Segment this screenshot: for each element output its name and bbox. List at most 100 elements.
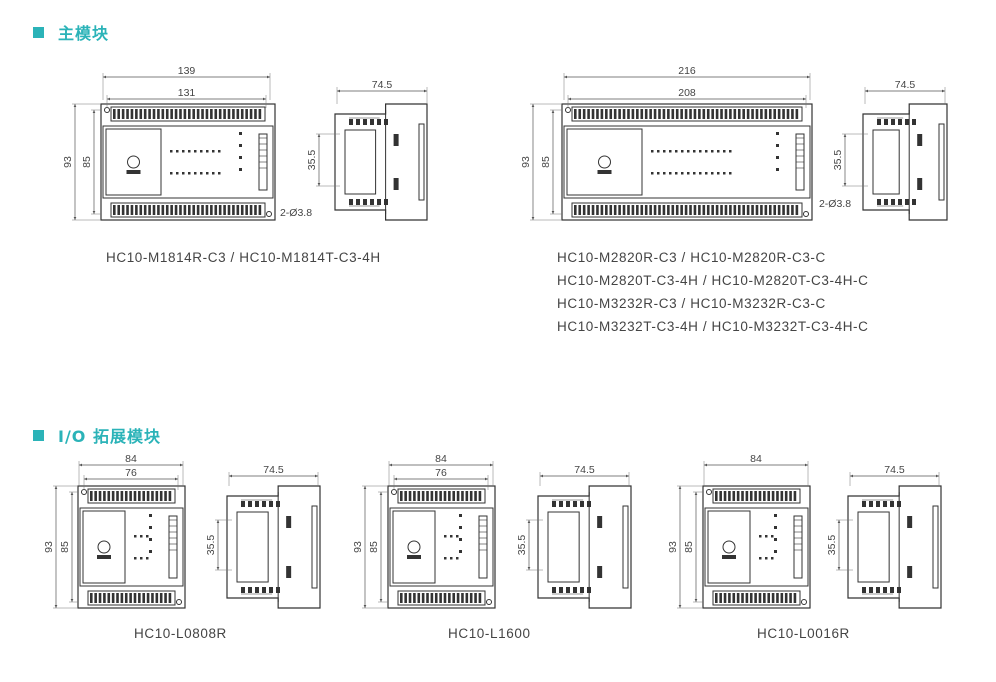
dimension-label: 93 — [62, 156, 74, 168]
section-square-icon — [33, 26, 44, 38]
model-label: HC10-M2820R-C3 / HC10-M2820R-C3-C — [557, 250, 826, 265]
dimension-horizontal: 76 — [83, 467, 179, 490]
dimension-vertical: 35.5 — [826, 519, 853, 571]
dimension-horizontal: 84 — [78, 453, 184, 486]
dimension-label: 85 — [81, 156, 93, 168]
dimension-label: 74.5 — [884, 464, 905, 476]
mount-hole-icon — [176, 599, 182, 605]
front-view — [561, 103, 813, 221]
terminal-block — [110, 202, 266, 218]
dimension-horizontal: 208 — [567, 87, 807, 108]
dimension-vertical: 85 — [81, 109, 101, 215]
model-label: HC10-M3232R-C3 / HC10-M3232R-C3-C — [557, 296, 826, 311]
dimension-horizontal: 131 — [106, 87, 267, 108]
dimension-vertical: 35.5 — [306, 133, 340, 187]
mount-hole-icon — [391, 489, 397, 495]
dimension-label: 35.5 — [205, 535, 217, 556]
mount-hole-icon — [81, 489, 87, 495]
dimension-label: 85 — [59, 541, 71, 553]
dimension-horizontal: 74.5 — [228, 464, 319, 486]
dimension-label: 84 — [435, 453, 447, 465]
logo-icon — [127, 155, 140, 169]
mount-hole-icon — [266, 211, 272, 217]
dimension-horizontal: 84 — [703, 453, 809, 486]
dimension-vertical: 93 — [667, 485, 703, 609]
mount-hole-icon — [104, 107, 110, 113]
dimension-horizontal: 74.5 — [336, 79, 428, 104]
terminal-block — [397, 488, 486, 504]
side-view — [537, 485, 632, 609]
hole-spec-label: 2-Ø3.8 — [819, 198, 851, 210]
mount-hole-icon — [706, 489, 712, 495]
section-title-io: I/O 拓展模块 — [33, 423, 161, 447]
dimension-vertical: 93 — [43, 485, 78, 609]
dimension-vertical: 93 — [520, 103, 562, 221]
terminal-block — [712, 488, 801, 504]
side-view — [226, 485, 321, 609]
dimension-vertical: 85 — [540, 109, 562, 215]
logo-icon — [407, 540, 421, 554]
dimension-vertical: 85 — [59, 491, 78, 603]
dimension-label: 35.5 — [306, 150, 318, 171]
logo-icon — [97, 540, 111, 554]
dimension-label: 131 — [178, 87, 196, 99]
dimension-vertical: 35.5 — [832, 133, 868, 187]
logo-icon — [598, 155, 611, 169]
terminal-block — [110, 106, 266, 122]
model-label-io-3: HC10-L0016R — [757, 626, 850, 641]
side-view — [334, 103, 428, 221]
dimension-label: 74.5 — [895, 79, 916, 91]
dimension-vertical: 85 — [683, 491, 703, 603]
model-label-io-1: HC10-L0808R — [134, 626, 227, 641]
mount-hole-icon — [565, 107, 571, 113]
dimension-label: 35.5 — [832, 150, 844, 171]
terminal-block — [571, 106, 803, 122]
dimension-label: 85 — [683, 541, 695, 553]
terminal-block — [397, 590, 486, 606]
dimension-label: 93 — [667, 541, 679, 553]
dimension-label: 93 — [352, 541, 364, 553]
dimension-label: 74.5 — [574, 464, 595, 476]
mount-hole-icon — [486, 599, 492, 605]
dimension-label: 139 — [178, 65, 196, 77]
dimension-label: 76 — [435, 467, 447, 479]
dimension-label: 35.5 — [516, 535, 528, 556]
model-label: HC10-M3232T-C3-4H / HC10-M3232T-C3-4H-C — [557, 319, 869, 334]
section-title-main: 主模块 — [33, 20, 109, 44]
terminal-block — [571, 202, 803, 218]
front-view — [77, 485, 186, 609]
terminal-block — [712, 590, 801, 606]
dimension-label: 74.5 — [372, 79, 393, 91]
front-view — [702, 485, 811, 609]
dimension-vertical: 93 — [352, 485, 388, 609]
terminal-block — [87, 488, 176, 504]
dimension-label: 93 — [520, 156, 532, 168]
section-title-main-text: 主模块 — [58, 24, 110, 43]
section-title-io-text: I/O 拓展模块 — [58, 427, 161, 446]
dimension-label: 85 — [540, 156, 552, 168]
terminal-block — [87, 590, 176, 606]
dimension-horizontal: 74.5 — [864, 79, 946, 104]
front-view — [387, 485, 496, 609]
model-label: HC10-M2820T-C3-4H / HC10-M2820T-C3-4H-C — [557, 273, 869, 288]
dimension-horizontal: 74.5 — [849, 464, 940, 486]
side-view — [862, 103, 948, 221]
dimension-label: 208 — [678, 87, 696, 99]
model-label-main-left: HC10-M1814R-C3 / HC10-M1814T-C3-4H — [106, 250, 381, 265]
hole-spec-label: 2-Ø3.8 — [280, 207, 312, 219]
model-label-io-2: HC10-L1600 — [448, 626, 531, 641]
dimension-horizontal: 84 — [388, 453, 494, 486]
dimension-label: 84 — [125, 453, 137, 465]
dimension-label: 216 — [678, 65, 696, 77]
dimension-label: 85 — [368, 541, 380, 553]
mount-hole-icon — [803, 211, 809, 217]
dimension-vertical: 85 — [368, 491, 388, 603]
dimension-vertical: 35.5 — [205, 519, 232, 571]
model-list-main-right: HC10-M2820R-C3 / HC10-M2820R-C3-C HC10-M… — [557, 250, 869, 342]
logo-icon — [722, 540, 736, 554]
dimension-horizontal: 139 — [102, 65, 271, 100]
mount-hole-icon — [801, 599, 807, 605]
dimension-label: 74.5 — [263, 464, 284, 476]
dimension-vertical: 93 — [62, 103, 101, 221]
